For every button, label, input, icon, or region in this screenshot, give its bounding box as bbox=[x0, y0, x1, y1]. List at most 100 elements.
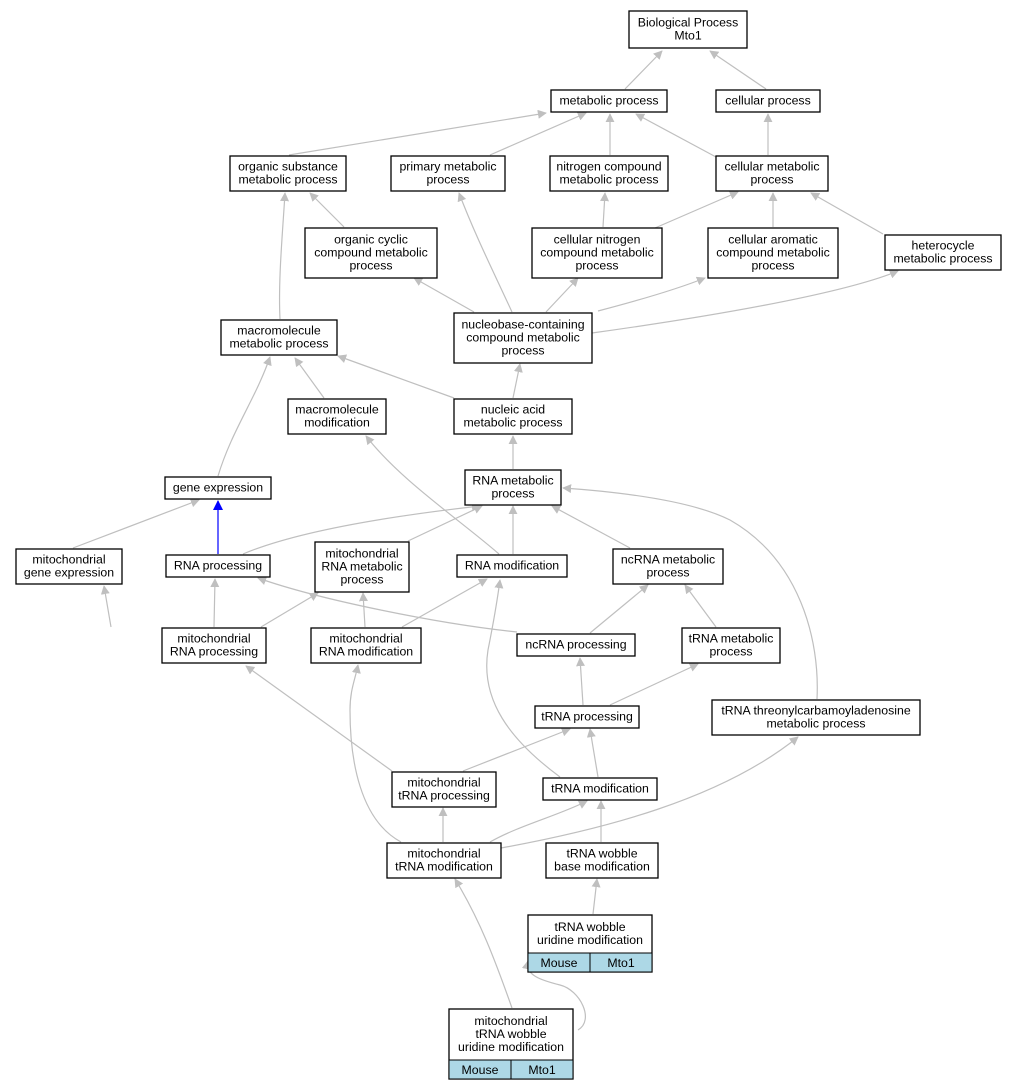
node-label: macromolecule bbox=[295, 403, 379, 417]
node-label: metabolic process bbox=[559, 94, 658, 108]
node-label: compound metabolic bbox=[540, 246, 653, 260]
node-box bbox=[612, 548, 724, 585]
edge bbox=[454, 878, 513, 1009]
node-label: cellular nitrogen bbox=[554, 233, 641, 247]
node-ncrna-processing: ncRNA processing bbox=[516, 633, 636, 657]
annotation-cell bbox=[589, 952, 653, 973]
node-label: process bbox=[575, 259, 618, 273]
node-label: cellular aromatic bbox=[728, 233, 818, 247]
edge bbox=[457, 192, 513, 313]
node-label: RNA processing bbox=[174, 559, 262, 573]
node-trna-threonyl: tRNA threonylcarbamoyladenosinemetabolic… bbox=[711, 699, 921, 736]
node-box bbox=[164, 476, 272, 500]
node-box bbox=[545, 842, 659, 879]
node-label: process bbox=[750, 173, 793, 187]
node-label: tRNA metabolic bbox=[689, 632, 774, 646]
node-box bbox=[304, 227, 438, 279]
edge bbox=[576, 657, 586, 706]
node-label: gene expression bbox=[24, 566, 114, 580]
node-box bbox=[534, 705, 640, 729]
edge bbox=[257, 576, 518, 633]
node-label: Mto1 bbox=[674, 29, 701, 43]
annotation-cell bbox=[510, 1059, 574, 1080]
node-label: heterocycle bbox=[912, 239, 975, 253]
node-label: RNA metabolic bbox=[321, 560, 402, 574]
edge bbox=[624, 50, 663, 90]
node-box bbox=[531, 227, 663, 279]
node-label: ncRNA metabolic bbox=[621, 553, 715, 567]
node-label: process bbox=[501, 344, 544, 358]
node-label: RNA processing bbox=[170, 645, 258, 659]
node-box bbox=[542, 777, 658, 801]
edge bbox=[591, 269, 899, 334]
node-box bbox=[550, 89, 668, 113]
node-box bbox=[711, 699, 921, 736]
node-label: modification bbox=[304, 416, 370, 430]
node-box bbox=[161, 627, 267, 664]
node-box bbox=[386, 842, 502, 879]
node-label: Biological Process bbox=[638, 16, 738, 30]
edge bbox=[600, 192, 610, 228]
node-box bbox=[453, 398, 573, 435]
edge bbox=[635, 113, 717, 158]
node-label: process bbox=[646, 566, 689, 580]
node-box bbox=[549, 155, 669, 192]
node-label: tRNA wobble bbox=[554, 920, 625, 934]
edge bbox=[288, 109, 547, 156]
node-label: metabolic process bbox=[893, 252, 992, 266]
node-metabolic: metabolic process bbox=[550, 89, 668, 113]
edge bbox=[500, 736, 799, 849]
node-trna-modification: tRNA modification bbox=[542, 777, 658, 801]
edge bbox=[100, 585, 112, 628]
node-label: process bbox=[709, 645, 752, 659]
edge bbox=[684, 584, 717, 628]
node-box bbox=[453, 312, 593, 364]
edge bbox=[365, 435, 500, 555]
node-rna-modification: RNA modification bbox=[456, 554, 568, 578]
node-label: cellular process bbox=[725, 94, 810, 108]
node-label: metabolic process bbox=[229, 337, 328, 351]
edge bbox=[294, 357, 325, 399]
node-label: RNA metabolic bbox=[472, 474, 553, 488]
edge bbox=[654, 191, 739, 229]
node-label: primary metabolic bbox=[399, 160, 496, 174]
node-box bbox=[456, 554, 568, 578]
edge bbox=[551, 505, 631, 549]
annotation-gene: Mto1 bbox=[607, 956, 634, 970]
node-box bbox=[628, 10, 748, 49]
edge bbox=[401, 578, 488, 628]
node-box bbox=[229, 155, 347, 192]
edge bbox=[349, 664, 402, 843]
node-box bbox=[464, 469, 562, 506]
node-box bbox=[715, 155, 829, 192]
edge bbox=[72, 498, 200, 549]
node-label: nucleic acid bbox=[481, 403, 545, 417]
node-label: compound metabolic bbox=[716, 246, 829, 260]
annotation-species: Mouse bbox=[462, 1063, 499, 1077]
node-box bbox=[390, 155, 506, 192]
edge bbox=[242, 502, 481, 555]
node-label: tRNA modification bbox=[395, 860, 493, 874]
edge bbox=[358, 592, 368, 628]
node-box bbox=[220, 319, 338, 356]
node-box bbox=[165, 554, 271, 578]
node-box bbox=[391, 771, 497, 808]
node-label: uridine modification bbox=[537, 933, 643, 947]
node-box bbox=[516, 633, 636, 657]
